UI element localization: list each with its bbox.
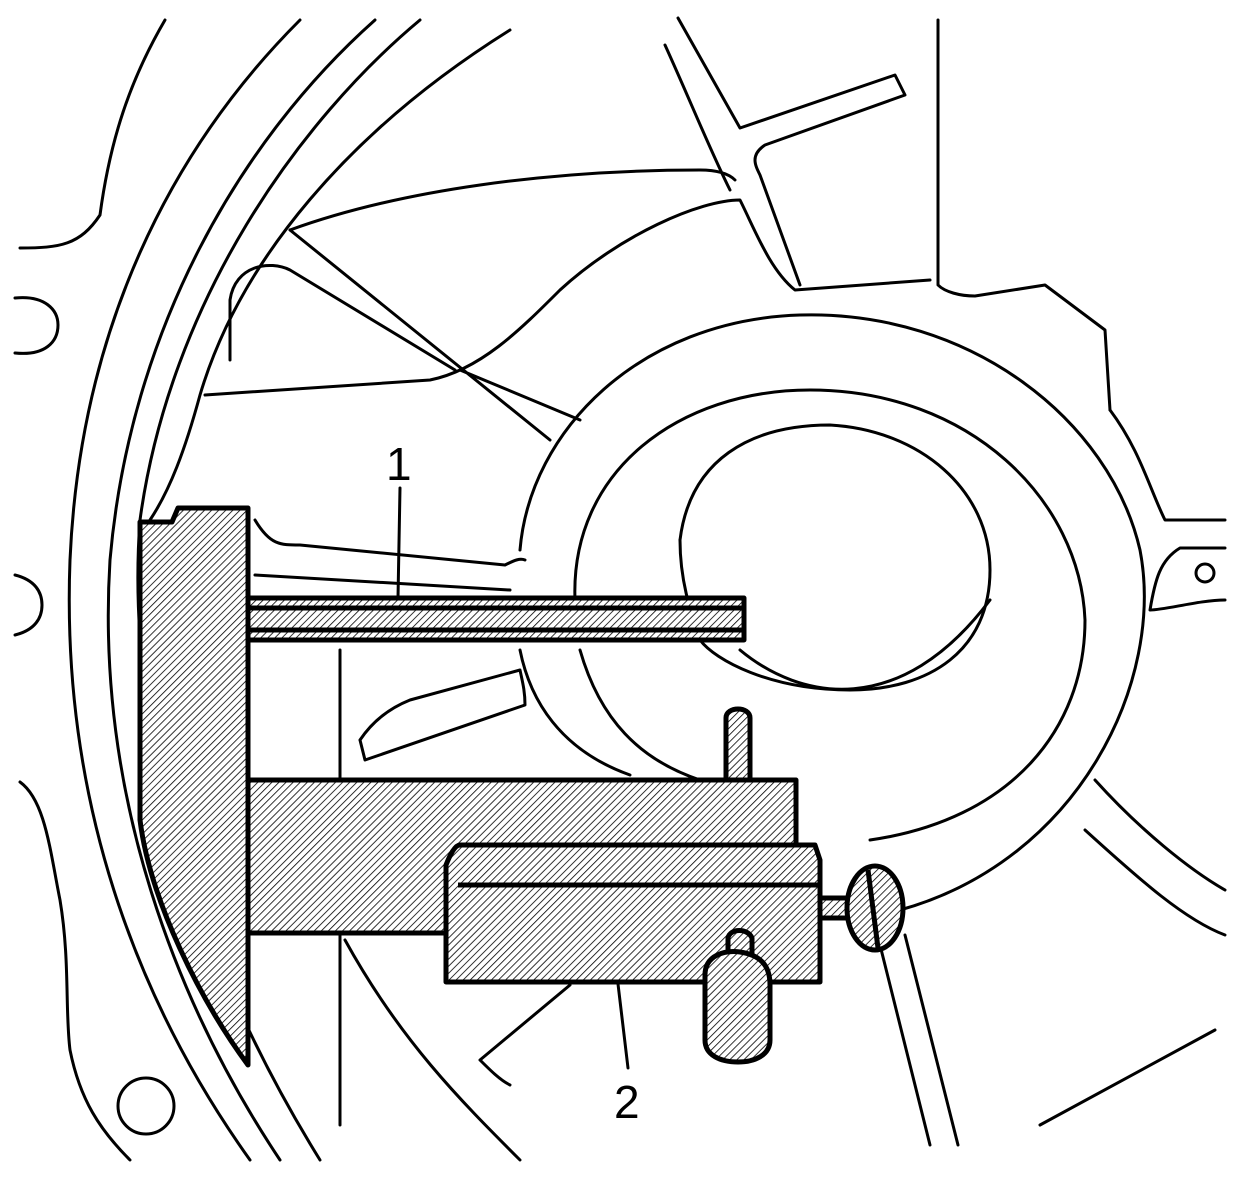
- bolt-hole-right: [1194, 562, 1216, 584]
- web-lower-center-2: [478, 983, 572, 1087]
- callout-2-leader: [616, 982, 630, 1070]
- gauge-lower-knob: [702, 949, 773, 1065]
- housing-right-vertical: [936, 18, 1112, 412]
- web-upper-left: [203, 198, 932, 397]
- bore-middle-ring: [573, 388, 1087, 842]
- housing-ring-outer: [67, 18, 302, 1162]
- bore-middle-ring-left: [578, 648, 702, 782]
- strut-upper: [253, 518, 527, 567]
- housing-flange-edge: [18, 18, 167, 250]
- web-top-spoke-left: [663, 43, 732, 192]
- gauge-rod: [245, 595, 747, 643]
- web-lower-center: [343, 938, 522, 1162]
- strut-side: [253, 573, 512, 592]
- housing-ring-innermost: [148, 28, 512, 522]
- bore-outer-ring-left: [518, 648, 632, 777]
- callout-1-label: 1: [386, 438, 412, 490]
- housing-ring-middle: [106, 18, 377, 1162]
- bolt-hole-top-left: [13, 296, 60, 355]
- bore-inner-ring: [678, 423, 992, 692]
- web-lower-right-2: [1083, 828, 1227, 937]
- web-diagonal: [288, 228, 582, 442]
- gauge-bracket: [137, 505, 251, 1068]
- web-lower-strut-a: [878, 943, 932, 1147]
- bolt-hole-bottom-left: [116, 1076, 176, 1136]
- gauge-thumb-screw-slot: [865, 869, 881, 949]
- bolt-hole-mid-left: [13, 573, 44, 637]
- callout-2: 2: [614, 982, 640, 1128]
- gauge-top-pin: [723, 706, 753, 783]
- gauge-body: [137, 505, 906, 1068]
- web-top-spoke: [676, 16, 907, 287]
- web-lower-right: [1093, 778, 1227, 892]
- web-upper-left-inner: [228, 263, 457, 372]
- housing-right-step: [1108, 408, 1227, 522]
- web-lower-strut-b: [903, 933, 960, 1147]
- depth-gauge-rod: [245, 595, 747, 643]
- callout-1-leader: [396, 486, 402, 600]
- callout-1: 1: [386, 438, 412, 600]
- web-lower-right-diag: [1038, 1028, 1217, 1127]
- housing-left-edge: [18, 780, 132, 1162]
- callout-2-label: 2: [614, 1076, 640, 1128]
- housing-right-step-lower: [1148, 546, 1227, 612]
- strut-lower: [358, 668, 527, 762]
